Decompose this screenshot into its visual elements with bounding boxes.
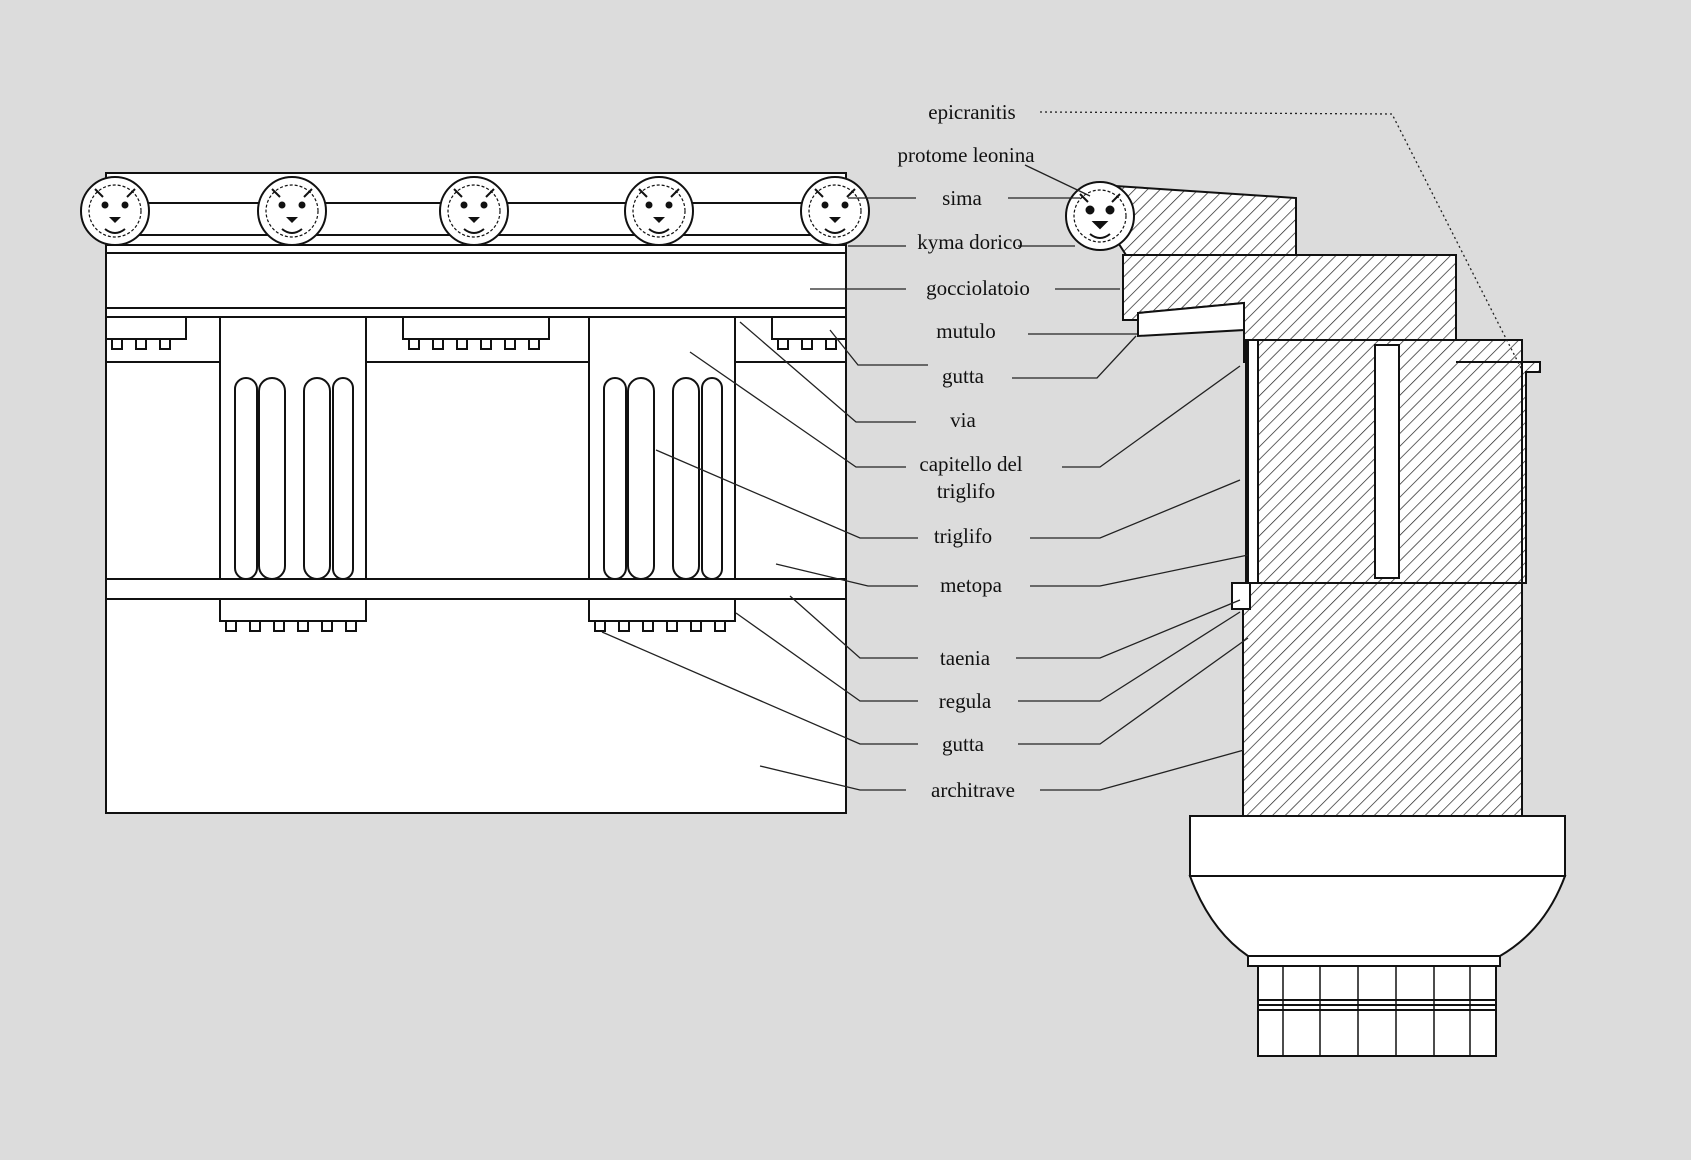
abacus — [1189, 815, 1566, 877]
gutta — [408, 338, 420, 350]
gutta — [528, 338, 540, 350]
label-protome-leonina: protome leonina — [897, 143, 1035, 167]
gutta — [666, 620, 678, 632]
lower-guttae — [225, 620, 726, 632]
gutta — [135, 338, 147, 350]
label-metopa: metopa — [940, 573, 1002, 597]
triglyph-left — [219, 316, 367, 580]
gutta — [159, 338, 171, 350]
gutta — [273, 620, 285, 632]
mutule — [402, 316, 550, 340]
leader-lines — [601, 111, 1523, 791]
label-gutta-upper: gutta — [942, 364, 984, 388]
gutta — [825, 338, 837, 350]
gutta — [456, 338, 468, 350]
label-sima: sima — [942, 186, 982, 210]
gutta — [297, 620, 309, 632]
gutta — [321, 620, 333, 632]
gutta — [345, 620, 357, 632]
label-regula: regula — [938, 689, 992, 713]
gutta — [642, 620, 654, 632]
label-capitello-triglifo: triglifo — [936, 479, 996, 503]
regula-right — [588, 598, 736, 622]
gutta — [618, 620, 630, 632]
gutta — [801, 338, 813, 350]
column-shaft — [1257, 965, 1497, 1057]
label-gocciolatoio: gocciolatoio — [926, 276, 1030, 300]
label-epicranitis: epicranitis — [928, 100, 1016, 124]
label-triglifo: triglifo — [933, 524, 993, 548]
echinus — [1188, 875, 1567, 957]
gutta — [432, 338, 444, 350]
gutta — [777, 338, 789, 350]
sima-section — [1108, 184, 1297, 256]
label-via: via — [950, 408, 976, 432]
mutule — [105, 316, 187, 340]
section-view — [1065, 181, 1567, 1057]
triglyph-right — [588, 316, 736, 580]
gutta — [480, 338, 492, 350]
architrave-section — [1242, 582, 1523, 817]
gutta — [225, 620, 237, 632]
gutta — [111, 338, 123, 350]
label-mutulo: mutulo — [936, 319, 996, 343]
regula-left — [219, 598, 367, 622]
label-architrave: architrave — [931, 778, 1015, 802]
gutta — [594, 620, 606, 632]
taenia-band — [105, 578, 847, 600]
gutta — [249, 620, 261, 632]
front-elevation — [105, 172, 847, 814]
label-taenia: taenia — [939, 646, 991, 670]
gutta — [690, 620, 702, 632]
label-capitello-del: capitello del — [919, 452, 1023, 476]
gutta — [504, 338, 516, 350]
label-gutta-lower: gutta — [942, 732, 984, 756]
label-kyma-dorico: kyma dorico — [917, 230, 1023, 254]
gutta — [714, 620, 726, 632]
